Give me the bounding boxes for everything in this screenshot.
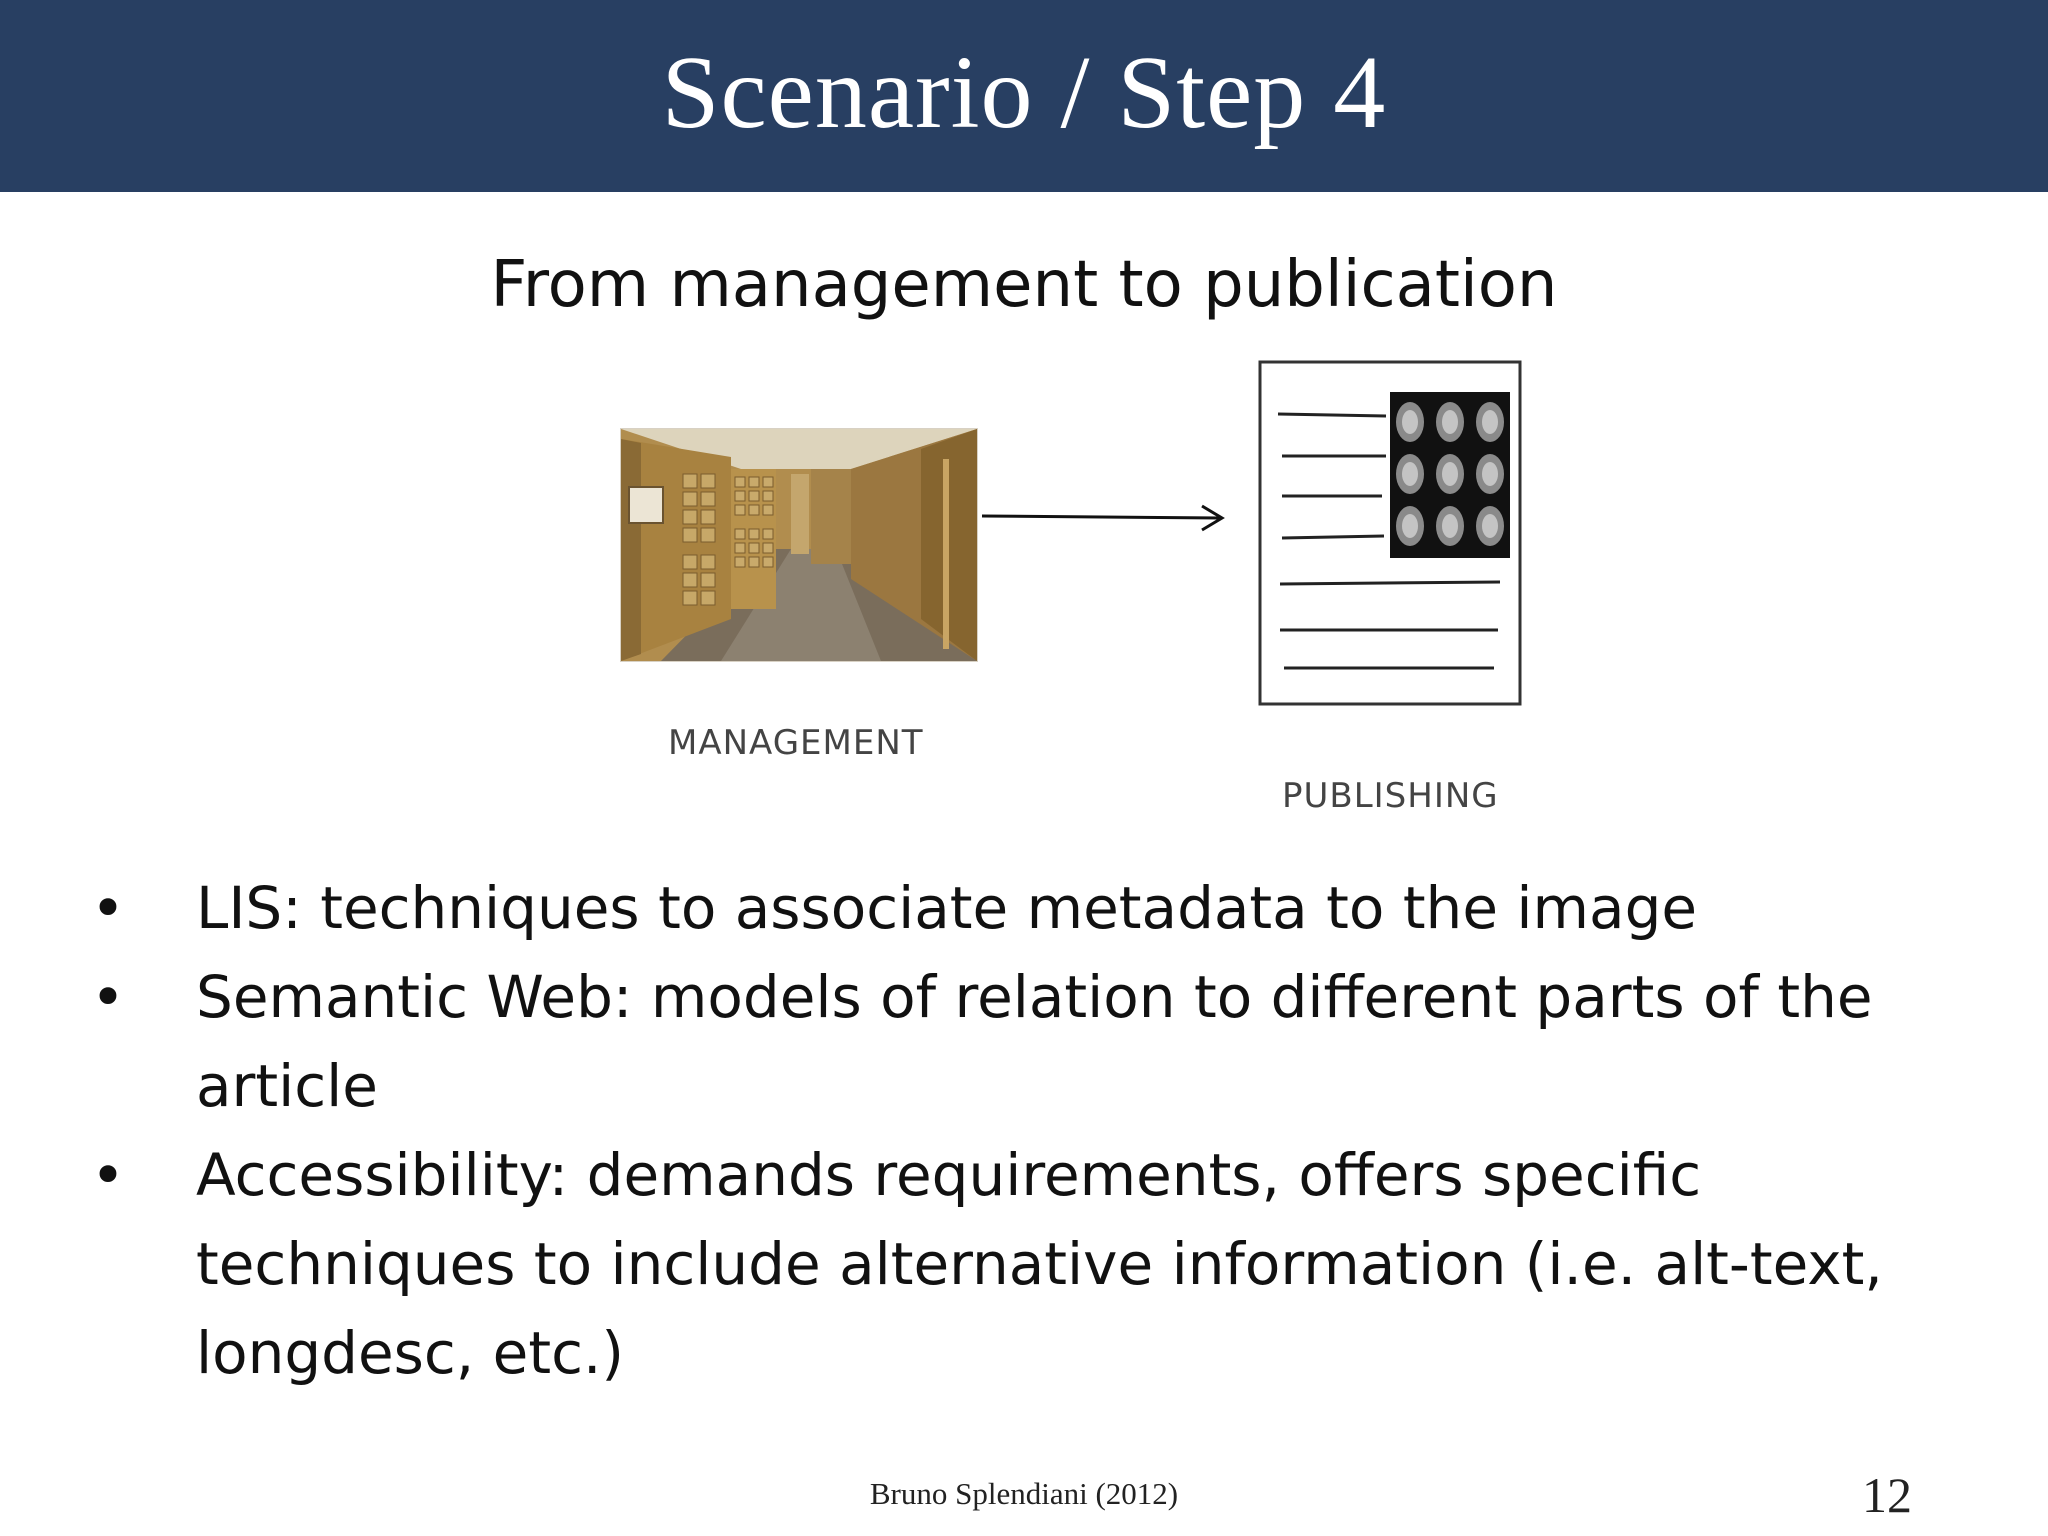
publishing-label: PUBLISHING — [1282, 776, 1499, 816]
archive-photo — [620, 428, 978, 662]
slide-subtitle: From management to publication — [490, 248, 1558, 322]
bullet-item: • Semantic Web: models of relation to di… — [88, 953, 1988, 1131]
footer-author: Bruno Splendiani (2012) — [869, 1476, 1179, 1511]
bullet-dot-icon: • — [90, 963, 126, 1031]
bullet-dot-icon: • — [90, 874, 126, 942]
bullet-dot-icon: • — [90, 1141, 126, 1209]
bullet-item: • Accessibility: demands requirements, o… — [88, 1131, 1988, 1398]
bullet-text: Accessibility: demands requirements, off… — [196, 1141, 1883, 1387]
document-icon — [1258, 360, 1522, 706]
bullet-list: • LIS: techniques to associate metadata … — [88, 864, 1988, 1398]
page-number: 12 — [1862, 1467, 1912, 1523]
bullet-item: • LIS: techniques to associate metadata … — [88, 864, 1988, 953]
bullet-text: Semantic Web: models of relation to diff… — [196, 963, 1873, 1120]
slide-title: Scenario / Step 4 — [661, 35, 1387, 150]
management-label: MANAGEMENT — [668, 723, 924, 763]
flow-arrow-icon — [981, 504, 1225, 532]
bullet-text: LIS: techniques to associate metadata to… — [196, 874, 1698, 942]
title-bar: Scenario / Step 4 — [0, 0, 2048, 192]
